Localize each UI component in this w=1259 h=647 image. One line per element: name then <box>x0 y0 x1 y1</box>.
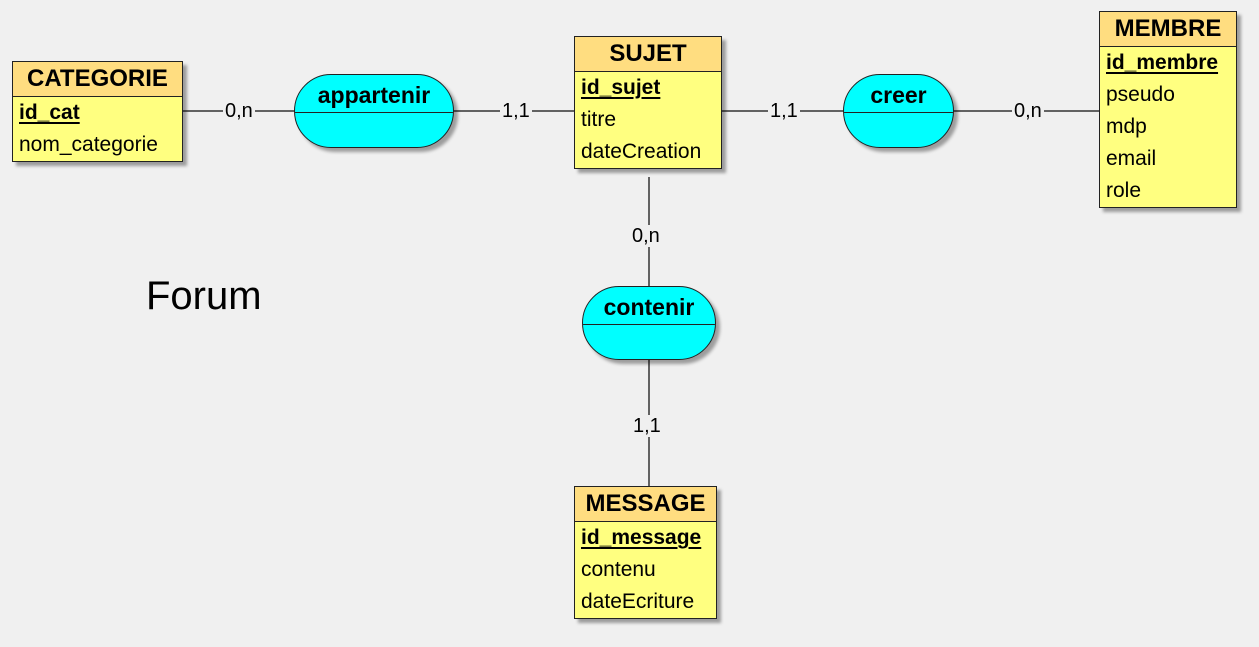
key-label: id_sujet <box>581 76 661 99</box>
entity-categorie[interactable]: CATEGORIE id_cat nom_categorie <box>12 61 183 162</box>
cardinality-creer-membre: 0,n <box>1012 100 1044 122</box>
key-label: id_cat <box>19 101 80 124</box>
entity-attribute: titre <box>581 108 617 131</box>
association-name: contenir <box>583 287 715 325</box>
entity-attribute: contenu <box>581 558 656 581</box>
key-label: id_membre <box>1106 51 1219 74</box>
entity-attribute: dateEcriture <box>581 590 695 613</box>
entity-name: MEMBRE <box>1100 12 1236 47</box>
cardinality-sujet-creer: 1,1 <box>768 100 800 122</box>
association-name: creer <box>844 75 953 113</box>
entity-key-attribute: id_membre <box>1100 47 1236 79</box>
key-label: id_message <box>581 526 702 549</box>
entity-attribute: nom_categorie <box>19 133 158 156</box>
cardinality-appartenir-sujet: 1,1 <box>500 100 532 122</box>
entity-name: CATEGORIE <box>13 62 182 97</box>
cardinality-sujet-contenir: 0,n <box>630 225 662 247</box>
association-appartenir[interactable]: appartenir <box>294 74 454 148</box>
entity-attribute: pseudo <box>1106 83 1175 106</box>
association-creer[interactable]: creer <box>843 74 954 148</box>
entity-name: SUJET <box>575 37 721 72</box>
entity-membre[interactable]: MEMBRE id_membre pseudo mdp email role <box>1099 11 1237 208</box>
entity-attribute: dateCreation <box>581 140 702 163</box>
association-contenir[interactable]: contenir <box>582 286 716 360</box>
diagram-title: Forum <box>146 274 262 318</box>
association-name: appartenir <box>295 75 453 113</box>
entity-key-attribute: id_sujet <box>575 72 721 104</box>
entity-attribute: role <box>1106 179 1142 202</box>
entity-sujet[interactable]: SUJET id_sujet titre dateCreation <box>574 36 722 169</box>
entity-attribute: mdp <box>1106 115 1147 138</box>
entity-key-attribute: id_message <box>575 522 716 554</box>
cardinality-categorie-appartenir: 0,n <box>223 100 255 122</box>
entity-key-attribute: id_cat <box>13 97 182 129</box>
entity-message[interactable]: MESSAGE id_message contenu dateEcriture <box>574 486 717 619</box>
cardinality-contenir-message: 1,1 <box>631 415 663 437</box>
entity-attribute: email <box>1106 147 1157 170</box>
entity-name: MESSAGE <box>575 487 716 522</box>
